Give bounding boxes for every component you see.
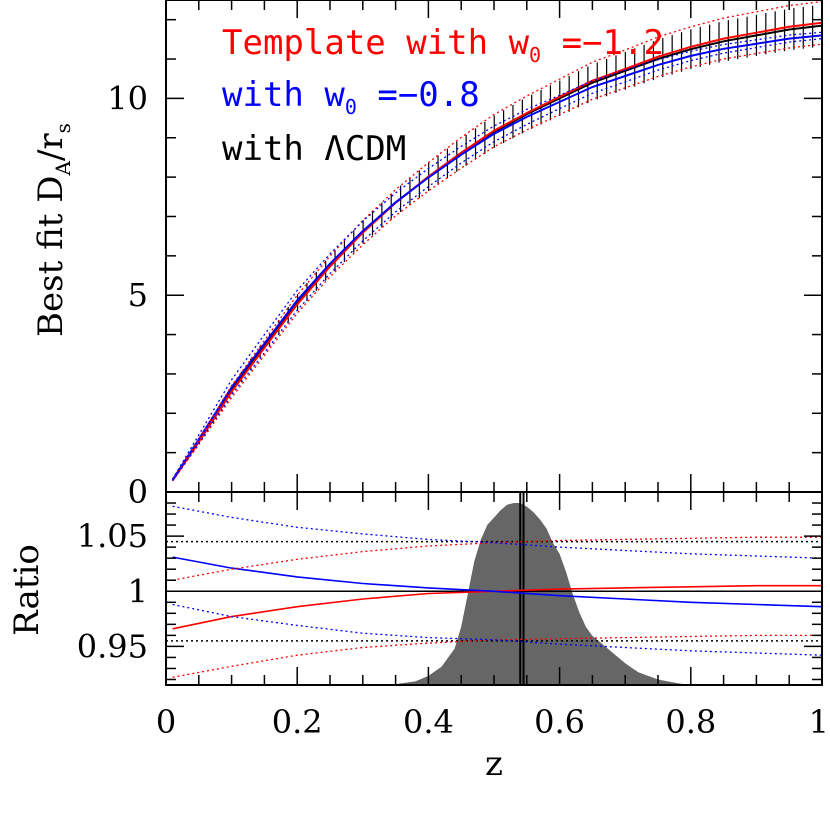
legend: Template with w0 =−1.2 with w0 =−0.8 wit… xyxy=(222,23,664,169)
top-plot-frame xyxy=(165,0,823,493)
legend-line-2-tail: =−0.8 xyxy=(357,75,480,115)
top-series-1 xyxy=(171,21,823,482)
top-ylabel-main: Best fit D xyxy=(31,176,71,337)
top-ytick-label: 10 xyxy=(107,79,148,117)
bottom-xtick-label: 0.6 xyxy=(534,703,585,741)
bottom-ytick-label: 1.05 xyxy=(77,517,148,555)
top-series-2 xyxy=(171,34,823,481)
bottom-xtick-label: 0.4 xyxy=(403,703,454,741)
legend-line-1-sub: 0 xyxy=(529,43,541,67)
legend-line-3: with ΛCDM xyxy=(222,129,406,169)
legend-line-1-tail: =−1.2 xyxy=(541,23,664,63)
bottom-xtick-label: 0.2 xyxy=(272,703,323,741)
bottom-xtick-label: 0.8 xyxy=(665,703,716,741)
top-ytick-labels: 0 5 10 xyxy=(107,79,148,511)
bottom-y-axis-title: Ratio xyxy=(7,544,47,636)
top-ytick-label: 0 xyxy=(128,473,148,511)
bottom-ytick-label: 0.95 xyxy=(77,627,148,665)
top-series-6 xyxy=(172,37,823,481)
legend-line-2-sub: 0 xyxy=(345,95,357,119)
legend-line-2: with w0 =−0.8 xyxy=(222,75,480,119)
x-axis-title: z xyxy=(485,744,503,784)
bottom-plot-area xyxy=(166,492,823,685)
top-y-axis-title: Best fit DA/rs xyxy=(31,123,75,337)
bottom-xtick-label: 1 xyxy=(809,703,829,741)
bottom-ytick-labels: 0.95 1 1.05 xyxy=(77,517,148,665)
top-ytick-label: 5 xyxy=(128,276,148,314)
top-ticks xyxy=(165,0,823,493)
bottom-xtick-label: 0 xyxy=(156,703,176,741)
top-ylabel-sub-s: s xyxy=(51,123,75,133)
bottom-ytick-label: 1 xyxy=(128,572,148,610)
ratio-series-1 xyxy=(172,556,823,608)
top-plot-area xyxy=(171,0,823,482)
legend-line-1-text: Template with w xyxy=(222,23,530,63)
legend-line-1: Template with w0 =−1.2 xyxy=(222,23,664,67)
bottom-xtick-labels: 0 0.2 0.4 0.6 0.8 1 xyxy=(156,703,829,741)
bottom-ticks xyxy=(165,492,823,685)
bottom-panel: 0.95 1 1.05 0 0.2 0.4 0.6 0.8 1 Ratio z xyxy=(7,491,829,784)
top-ylabel-mid: /r xyxy=(31,133,71,161)
legend-line-2-text: with w xyxy=(222,75,345,115)
top-series-3 xyxy=(172,0,823,481)
top-ylabel-sub-a: A xyxy=(51,161,75,177)
redshift-distribution xyxy=(166,503,822,685)
